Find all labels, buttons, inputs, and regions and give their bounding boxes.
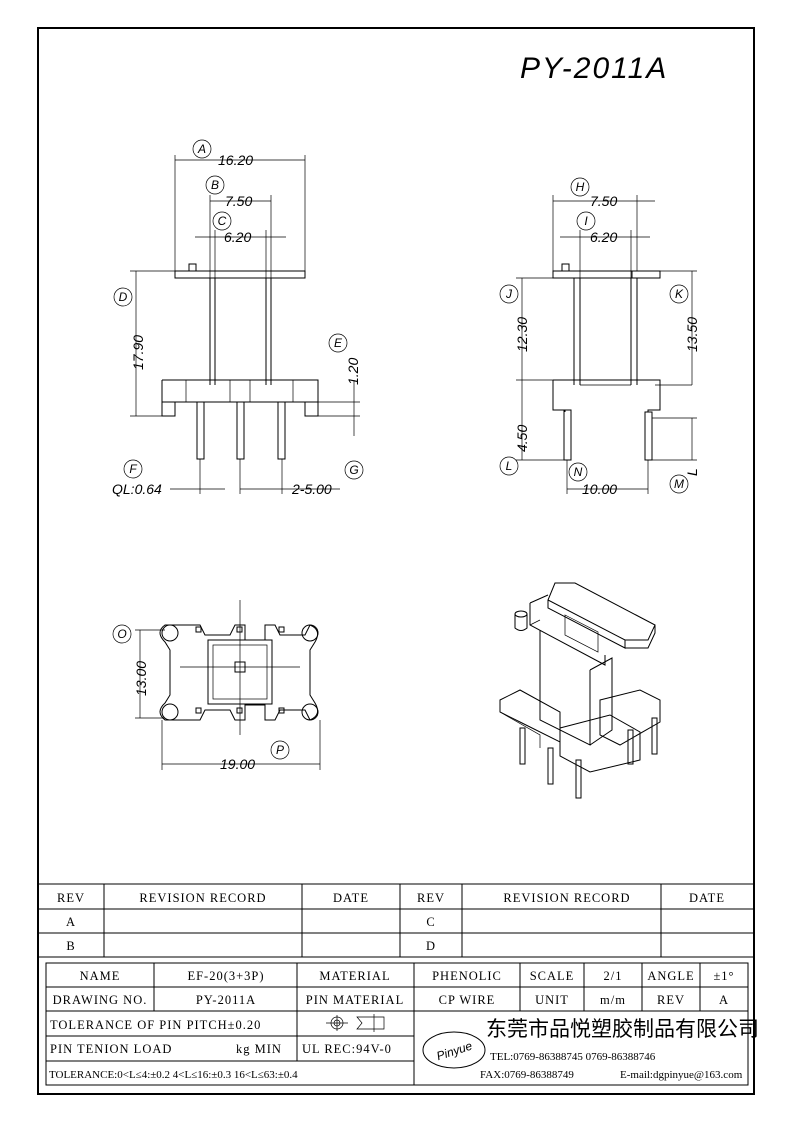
pitch-label: 2-5.00 (291, 481, 332, 497)
revision-record-header-2: REVISION RECORD (503, 891, 630, 905)
scale-value: 2/1 (604, 969, 623, 983)
dim-c: 6.20 (224, 229, 251, 245)
marker-a: A (197, 142, 206, 156)
material-value: PHENOLIC (432, 969, 502, 983)
tel: TEL:0769-86388745 0769-86388746 (490, 1051, 656, 1063)
marker-l: L (506, 459, 513, 473)
dim-o: 13.00 (133, 661, 149, 696)
pin-tension: PIN TENION LOAD (50, 1042, 172, 1056)
dim-b: 7.50 (225, 193, 252, 209)
fax: FAX:0769-86388749 (480, 1069, 574, 1081)
projection-symbol-icon (326, 1014, 385, 1032)
marker-j: J (505, 287, 513, 301)
revision-record-header-1: REVISION RECORD (139, 891, 266, 905)
pinyue-logo: Pinyue (422, 1031, 486, 1069)
angle-label: ANGLE (647, 969, 694, 983)
drawing-no-value: PY-2011A (196, 993, 256, 1007)
marker-b: B (211, 178, 219, 192)
scale-label: SCALE (530, 969, 575, 983)
sheet-border (37, 27, 755, 1095)
revision-table: REV REVISION RECORD DATE REV REVISION RE… (38, 883, 754, 958)
ql-label: QL:0.64 (112, 481, 162, 497)
marker-e: E (334, 336, 343, 350)
title-block: NAME EF-20(3+3P) MATERIAL PHENOLIC SCALE… (45, 962, 759, 1086)
isometric-view (499, 582, 661, 799)
dim-m: L (684, 468, 700, 476)
dim-p: 19.00 (220, 756, 255, 772)
rev-a: A (66, 915, 76, 929)
date-header-1: DATE (333, 891, 369, 905)
marker-o: O (117, 627, 126, 641)
drawing-no-label: DRAWING NO. (53, 993, 148, 1007)
rev-b: B (66, 939, 75, 953)
dim-i: 6.20 (590, 229, 617, 245)
name-label: NAME (80, 969, 121, 983)
dim-j: 12.30 (514, 317, 530, 352)
email: E-mail:dgpinyue@163.com (620, 1069, 743, 1081)
marker-g: G (349, 463, 358, 477)
marker-m: M (674, 477, 684, 491)
pin-material-value: CP WIRE (439, 993, 496, 1007)
rev-value: A (719, 993, 729, 1007)
tolerance-pitch: TOLERANCE OF PIN PITCH±0.20 (50, 1018, 261, 1032)
dim-l: 4.50 (514, 425, 530, 452)
pin-tension-unit: kg MIN (236, 1042, 282, 1056)
marker-p: P (276, 743, 284, 757)
ul-rec: UL REC:94V-0 (302, 1042, 392, 1056)
drawing-title: PY-2011A (520, 52, 668, 85)
rev-label: REV (657, 993, 685, 1007)
dim-k: 13.50 (684, 317, 700, 352)
unit-label: UNIT (535, 993, 569, 1007)
rev-header-1: REV (57, 891, 85, 905)
marker-d: D (119, 290, 128, 304)
unit-value: m/m (600, 993, 626, 1007)
side-view: 7.50 6.20 12.30 13.50 4.50 10.00 L H I J… (499, 177, 700, 497)
dim-n: 10.00 (582, 481, 617, 497)
dim-a: 16.20 (218, 152, 253, 168)
rev-d: D (426, 939, 436, 953)
date-header-2: DATE (689, 891, 725, 905)
dim-d: 17.90 (130, 335, 146, 370)
name-value: EF-20(3+3P) (187, 969, 264, 983)
marker-i: I (584, 214, 588, 228)
tolerance-line: TOLERANCE:0<L≤4:±0.2 4<L≤16:±0.3 16<L≤63… (49, 1069, 298, 1081)
material-label: MATERIAL (319, 969, 390, 983)
rev-c: C (426, 915, 435, 929)
company-name: 东莞市品悦塑胶制品有限公司 (486, 1017, 759, 1041)
pin-material-label: PIN MATERIAL (306, 993, 404, 1007)
angle-value: ±1° (713, 969, 734, 983)
logo-text: Pinyue (435, 1039, 475, 1064)
marker-h: H (576, 180, 585, 194)
bottom-view: 13.00 19.00 O P (112, 600, 321, 772)
marker-n: N (574, 465, 583, 479)
dim-e: 1.20 (345, 358, 361, 385)
marker-f: F (129, 462, 137, 476)
marker-k: K (675, 287, 684, 301)
marker-c: C (218, 214, 227, 228)
front-view: 16.20 7.50 6.20 17.90 1.20 QL:0.64 2-5.0… (112, 139, 364, 497)
dim-h: 7.50 (590, 193, 617, 209)
rev-header-2: REV (417, 891, 445, 905)
